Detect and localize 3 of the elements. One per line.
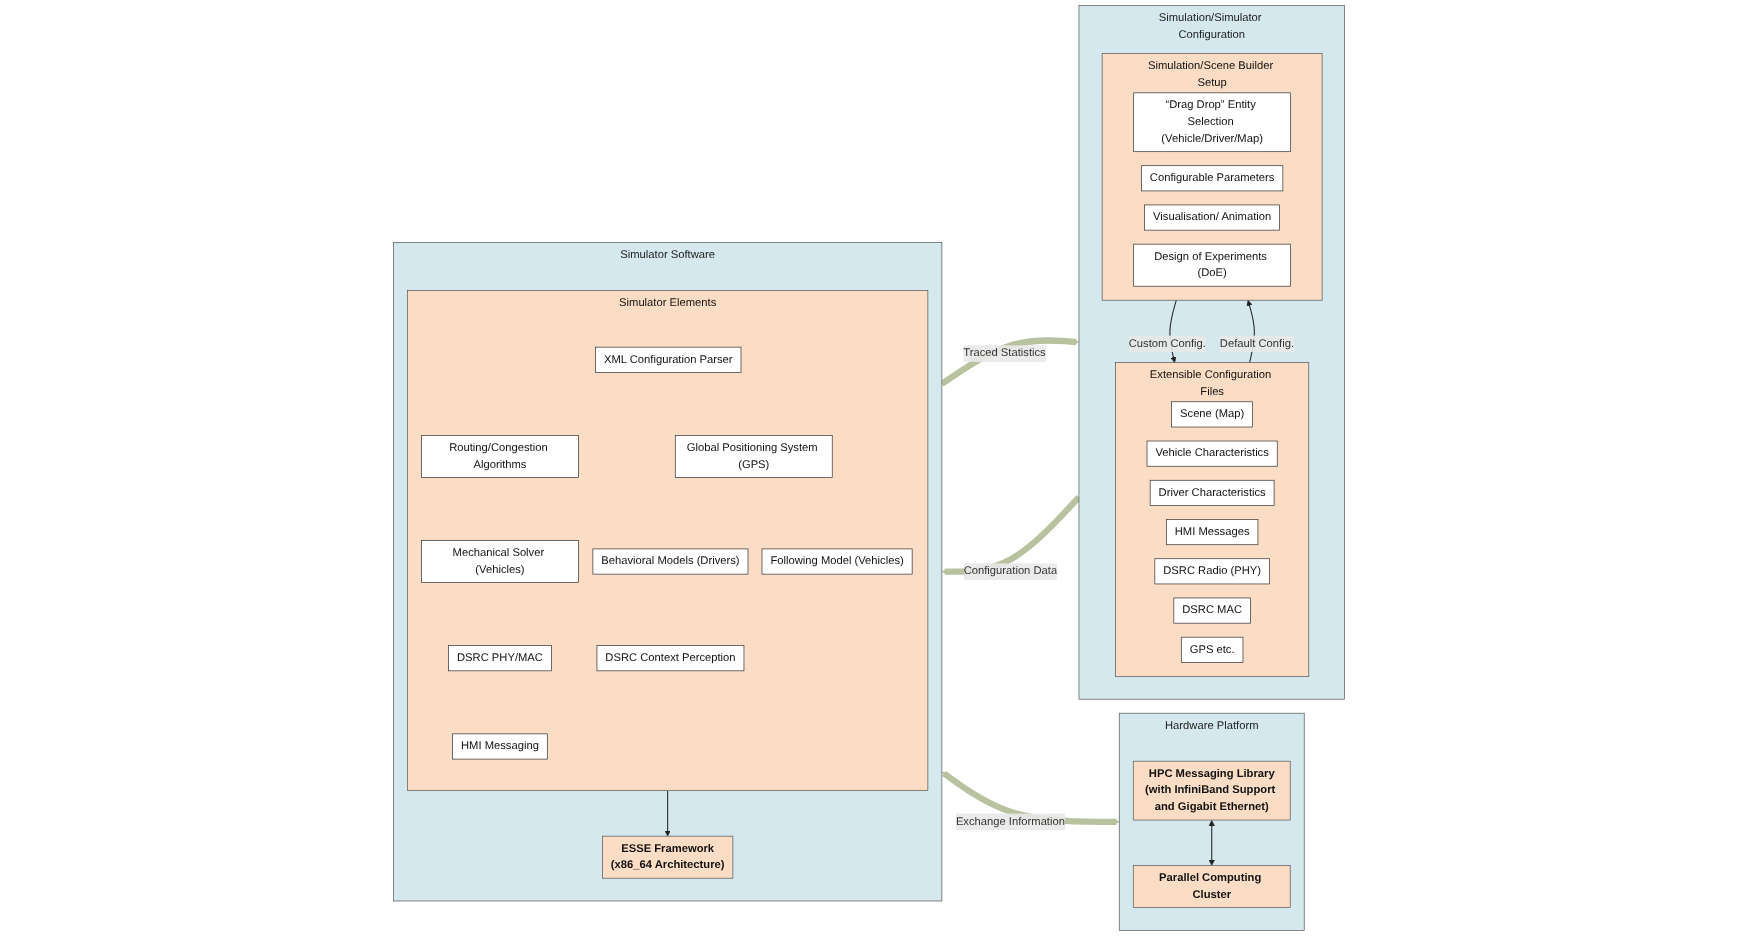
arrow xyxy=(1208,820,1215,866)
arrow xyxy=(940,337,1080,387)
arrow xyxy=(664,790,671,837)
